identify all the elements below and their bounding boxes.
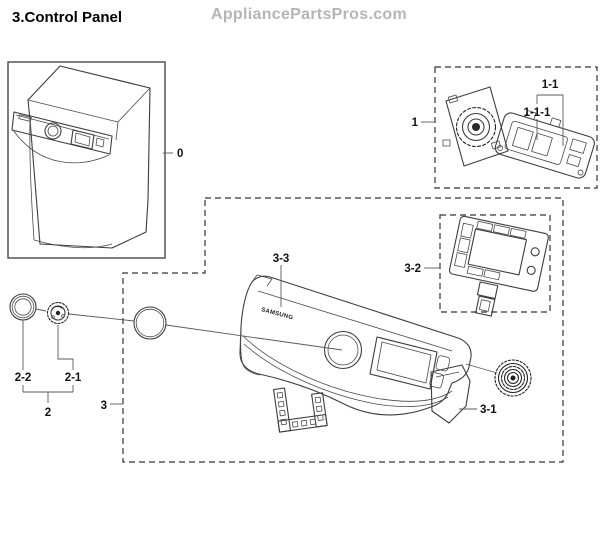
- display-module-group-box: [439, 214, 551, 313]
- callout-2: 2: [45, 407, 51, 419]
- control-panel-drawing: SAMSUNG: [239, 274, 472, 433]
- callout-3: 3: [101, 400, 107, 412]
- rotary-encoder-icon: [455, 106, 497, 148]
- callout-3-2: 3-2: [404, 263, 421, 275]
- panel-ring: [133, 306, 167, 340]
- knob-2-1: [46, 301, 70, 325]
- panel-knob-hole-icon: [323, 330, 363, 370]
- callout-2-1: 2-1: [65, 372, 82, 384]
- callout-labels: 0 1 1-1 1-1-1 3-2 3-3 3 3-1 2-2 2-1 2: [15, 79, 559, 419]
- panel-display-window-icon: [369, 336, 438, 390]
- lcd-window-icon: [467, 228, 527, 276]
- knob-ring-2-2: [9, 293, 37, 321]
- display-connector-icon: [475, 281, 499, 317]
- membrane-strip-icon: [273, 387, 328, 433]
- leader-lines: [22, 94, 564, 410]
- callout-1: 1: [412, 117, 419, 129]
- knob-3-1: [494, 359, 532, 397]
- washer-drawing: [11, 65, 151, 249]
- washer-overview-box: [7, 61, 166, 259]
- callout-3-3: 3-3: [273, 253, 290, 265]
- washer-logo-mark: [18, 114, 32, 122]
- washer-display-icon: [70, 129, 95, 150]
- control-board-drawing: [442, 86, 595, 179]
- control-board-group-box: [434, 66, 598, 189]
- page-title: 3.Control Panel: [12, 9, 123, 26]
- callout-3-1: 3-1: [480, 404, 497, 416]
- callout-1-1: 1-1: [542, 79, 559, 91]
- panel-logo-text: SAMSUNG: [260, 307, 293, 321]
- callout-1-1-1: 1-1-1: [524, 107, 551, 119]
- display-module-drawing: [448, 215, 549, 317]
- callout-0: 0: [177, 148, 183, 160]
- callout-2-2: 2-2: [15, 372, 32, 384]
- control-panel-group-box: [122, 197, 564, 463]
- panel-right-leg: [430, 364, 471, 424]
- washer-knob-icon: [44, 122, 62, 140]
- watermark-text: AppliancePartsPros.com: [211, 6, 407, 23]
